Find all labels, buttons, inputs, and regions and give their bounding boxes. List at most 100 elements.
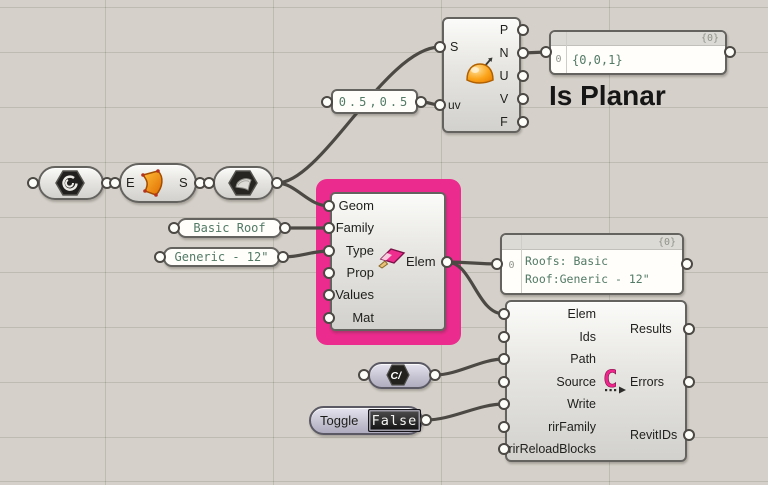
revit-export-component[interactable]: [505, 300, 687, 462]
is-planar-annotation: Is Planar: [549, 80, 666, 111]
port-surface-input[interactable]: [203, 177, 215, 189]
path-param-icon: C/: [386, 364, 410, 386]
revit-output-revitids: RevitIDs: [630, 428, 678, 442]
add-roof-output-elem: Elem: [406, 254, 436, 269]
port-uv-panel-output[interactable]: [415, 96, 427, 108]
port-revit-input-rirreloadblocks[interactable]: [498, 443, 510, 455]
port-roof-panel-output[interactable]: [681, 258, 693, 270]
panel-path-header: {0}: [502, 235, 682, 250]
panel-row-line2: Roof:Generic - 12": [525, 272, 650, 286]
wire-surface-to-geom[interactable]: [275, 181, 331, 208]
port-evaluate-output-f[interactable]: [517, 116, 529, 128]
port-addroof-input-type[interactable]: [323, 245, 335, 257]
port-addroof-input-geom[interactable]: [323, 200, 335, 212]
port-addroof-input-values[interactable]: [323, 289, 335, 301]
panel-path-header: {0}: [551, 32, 725, 46]
port-evaluate-output-n[interactable]: [517, 47, 529, 59]
port-revit-output-revitids[interactable]: [683, 429, 695, 441]
revit-input-path: Path: [570, 352, 596, 366]
port-path-param-output[interactable]: [429, 369, 441, 381]
port-revit-input-write[interactable]: [498, 398, 510, 410]
panel-index-separator: [566, 32, 567, 73]
revit-input-rirreloadblocks: rirReloadBlocks: [508, 442, 596, 456]
evaluate-surface-output-p: P: [499, 23, 509, 37]
port-revit-input-ids[interactable]: [498, 331, 510, 343]
add-roof-input-type: Type: [345, 243, 374, 258]
port-surface-output[interactable]: [271, 177, 283, 189]
component-to-revit-icon: C: [603, 365, 626, 394]
panel-row-index: 0: [555, 54, 562, 65]
evaluate-surface-output-f: F: [500, 115, 508, 129]
wire-toggle-to-write[interactable]: [424, 402, 506, 422]
add-roof-input-mat: Mat: [352, 310, 374, 325]
evaluate-surface-icon: [466, 57, 494, 84]
port-normal-panel-output[interactable]: [724, 46, 736, 58]
roof-output-panel[interactable]: {0} 0 Roofs: Basic Roof:Generic - 12": [500, 233, 684, 295]
port-normal-panel-input[interactable]: [540, 46, 552, 58]
normal-output-panel[interactable]: {0} 0 {0,0,1}: [549, 30, 727, 75]
port-brep-input[interactable]: [27, 177, 39, 189]
evaluate-surface-output-n: N: [499, 46, 509, 60]
edge-surface-input-label: E: [126, 175, 135, 190]
revit-input-elem: Elem: [567, 307, 596, 321]
roof-icon: [378, 248, 406, 269]
wire-elem-to-revit-elem[interactable]: [445, 260, 506, 316]
revit-input-rirfamily: rirFamily: [548, 420, 596, 434]
panel-index-separator: [521, 235, 522, 293]
port-revit-output-results[interactable]: [683, 323, 695, 335]
port-revit-output-errors[interactable]: [683, 376, 695, 388]
port-evaluate-input-uv[interactable]: [434, 99, 446, 111]
port-path-param-input[interactable]: [358, 369, 370, 381]
port-addroof-input-family[interactable]: [323, 222, 335, 234]
port-evaluate-output-p[interactable]: [517, 24, 529, 36]
add-roof-input-family: Family: [335, 220, 374, 235]
trimmed-surface-icon: [141, 169, 163, 197]
wire-path-param-to-path[interactable]: [433, 357, 506, 377]
port-evaluate-output-u[interactable]: [517, 70, 529, 82]
type-name-value: Generic - 12": [174, 250, 269, 264]
family-name-value: Basic Roof: [193, 221, 266, 235]
uv-point-panel[interactable]: 0.5,0.5: [331, 89, 418, 114]
port-toggle-output[interactable]: [420, 414, 432, 426]
evaluate-surface-input-uv: uv: [448, 98, 461, 112]
port-addroof-output-elem[interactable]: [441, 256, 453, 268]
port-family-panel-output[interactable]: [279, 222, 291, 234]
wire-surface-to-evaluate-s[interactable]: [275, 45, 442, 185]
uv-point-value: 0.5,0.5: [338, 94, 411, 109]
toggle-value[interactable]: False: [368, 409, 421, 432]
panel-row-line1: Roofs: Basic: [525, 254, 609, 268]
add-roof-input-geom: Geom: [338, 198, 374, 213]
port-addroof-input-prop[interactable]: [323, 267, 335, 279]
toggle-label: Toggle: [320, 413, 359, 428]
port-revit-input-path[interactable]: [498, 353, 510, 365]
port-addroof-input-mat[interactable]: [323, 312, 335, 324]
add-roof-input-prop: Prop: [346, 265, 374, 280]
port-revit-input-source[interactable]: [498, 376, 510, 388]
add-roof-input-values: Values: [335, 287, 374, 302]
port-type-panel-output[interactable]: [277, 251, 289, 263]
port-edgesurface-input-e[interactable]: [109, 177, 121, 189]
panel-row-index: 0: [508, 260, 515, 271]
panel-row-value: {0,0,1}: [572, 53, 623, 67]
svg-text:C: C: [603, 365, 617, 393]
port-revit-input-elem[interactable]: [498, 308, 510, 320]
port-family-panel-input[interactable]: [168, 222, 180, 234]
port-evaluate-input-s[interactable]: [434, 41, 446, 53]
revit-input-write: Write: [567, 397, 596, 411]
port-type-panel-input[interactable]: [154, 251, 166, 263]
family-name-panel[interactable]: Basic Roof: [177, 218, 282, 238]
edge-surface-output-label: S: [179, 175, 188, 190]
revit-input-source: Source: [556, 375, 596, 389]
port-revit-input-rirfamily[interactable]: [498, 421, 510, 433]
port-uv-panel-input[interactable]: [321, 96, 333, 108]
port-evaluate-output-v[interactable]: [517, 93, 529, 105]
evaluate-surface-input-s: S: [450, 40, 459, 54]
evaluate-surface-output-u: U: [499, 69, 509, 83]
port-roof-panel-input[interactable]: [491, 258, 503, 270]
brep-icon: [55, 170, 85, 196]
path-param-label-glyph: C/: [391, 370, 403, 382]
type-name-panel[interactable]: Generic - 12": [163, 247, 280, 267]
revit-input-ids: Ids: [579, 330, 596, 344]
evaluate-surface-output-v: V: [499, 92, 509, 106]
